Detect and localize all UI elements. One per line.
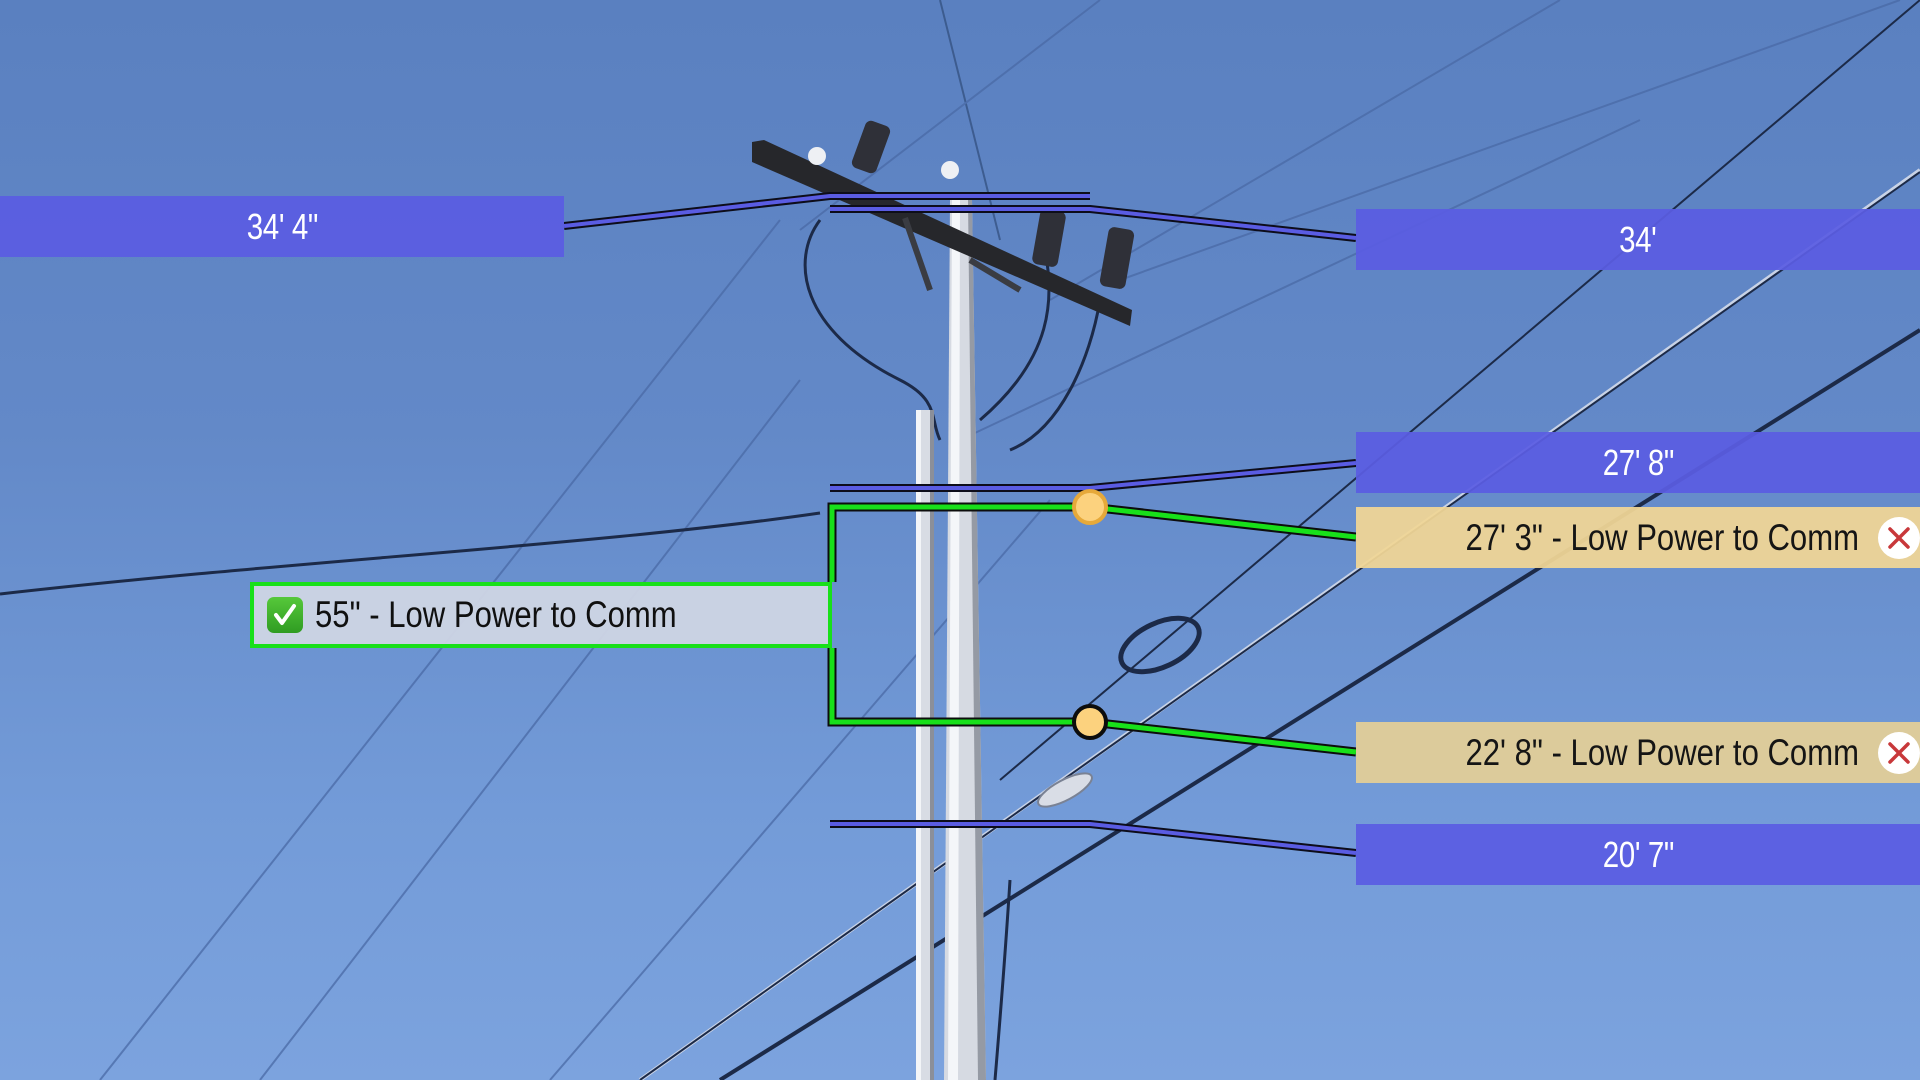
check-box-icon: [267, 597, 303, 633]
height-marker-right-top[interactable]: 34': [1356, 209, 1920, 270]
violation-label-upper[interactable]: 27' 3" - Low Power to Comm: [1356, 507, 1920, 568]
height-label: 34': [1619, 218, 1657, 260]
height-label: 34' 4": [246, 205, 318, 247]
measurement-point-lower[interactable]: [1072, 704, 1108, 740]
height-marker-right-bottom[interactable]: 20' 7": [1356, 824, 1920, 885]
clearance-text: 55" - Low Power to Comm: [315, 594, 677, 635]
x-circle-icon: [1888, 742, 1910, 764]
measurement-point-upper[interactable]: [1072, 489, 1108, 525]
remove-violation-button[interactable]: [1878, 732, 1920, 774]
violation-text: 22' 8" - Low Power to Comm: [1465, 731, 1860, 773]
height-marker-right-mid[interactable]: 27' 8": [1356, 432, 1920, 493]
violation-label-lower[interactable]: 22' 8" - Low Power to Comm: [1356, 722, 1920, 783]
height-marker-left-top[interactable]: 34' 4": [0, 196, 564, 257]
height-label: 20' 7": [1602, 833, 1674, 875]
violation-text: 27' 3" - Low Power to Comm: [1465, 516, 1860, 558]
remove-violation-button[interactable]: [1878, 517, 1920, 559]
clearance-pass-label[interactable]: 55" - Low Power to Comm: [250, 582, 832, 648]
height-label: 27' 8": [1602, 441, 1674, 483]
x-circle-icon: [1888, 527, 1910, 549]
